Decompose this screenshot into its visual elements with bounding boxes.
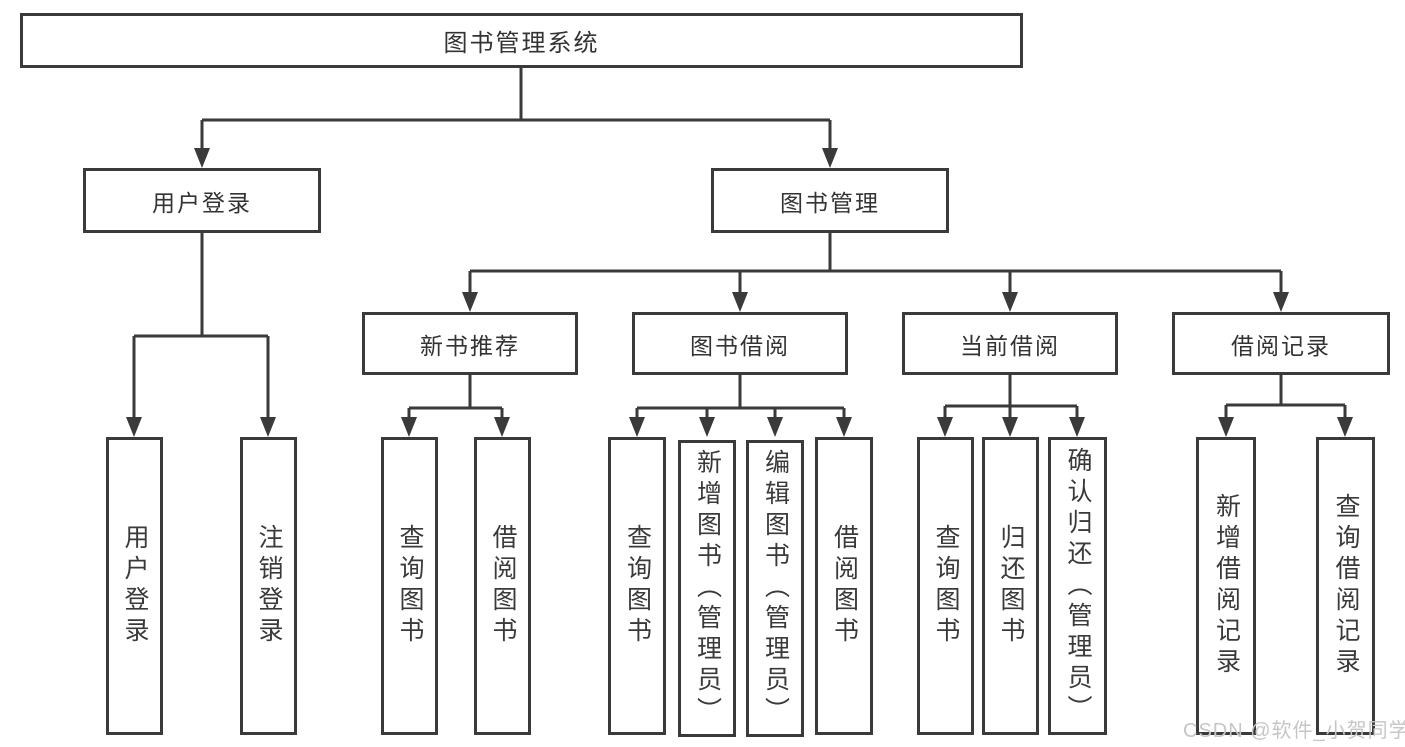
node-label: 确认归还（管理员）	[1064, 446, 1092, 726]
leaf-return-books: 归还图书	[982, 437, 1039, 735]
node-label: 新增借阅记录	[1212, 493, 1241, 679]
node-label: 查询借阅记录	[1332, 493, 1360, 679]
node-label: 归还图书	[997, 524, 1025, 648]
leaf-query-books-3: 查询图书	[917, 437, 974, 735]
node-label: 借阅记录	[1231, 332, 1331, 359]
node-label: 借阅图书	[489, 524, 517, 648]
node-borrowing-records: 借阅记录	[1172, 312, 1390, 375]
node-label: 查询图书	[623, 524, 652, 648]
leaf-logout: 注销登录	[240, 437, 297, 735]
leaf-borrow-books-1: 借阅图书	[474, 437, 531, 735]
node-label: 编辑图书（管理员）	[761, 449, 790, 728]
node-label: 新书推荐	[420, 332, 520, 359]
node-label: 用户登录	[121, 524, 149, 648]
node-label: 借阅图书	[830, 524, 859, 648]
node-book-management: 图书管理	[711, 168, 949, 233]
node-label: 新增图书（管理员）	[693, 449, 722, 728]
csdn-watermark: CSDN @软件_小贺同学	[1183, 720, 1405, 742]
leaf-query-borrow-record: 查询借阅记录	[1316, 437, 1375, 735]
node-current-borrowing: 当前借阅	[902, 312, 1118, 375]
node-new-book-recommend: 新书推荐	[362, 312, 578, 375]
node-label: 图书借阅	[690, 332, 790, 359]
leaf-add-books-admin: 新增图书（管理员）	[678, 440, 736, 737]
node-label: 用户登录	[152, 189, 252, 216]
node-library-management-system: 图书管理系统	[20, 13, 1023, 68]
node-label: 查询图书	[396, 524, 424, 648]
node-user-login: 用户登录	[83, 168, 321, 233]
node-label: 注销登录	[255, 524, 283, 648]
leaf-query-books-2: 查询图书	[608, 437, 666, 735]
leaf-add-borrow-record: 新增借阅记录	[1196, 437, 1256, 735]
node-label: 图书管理	[780, 189, 880, 216]
node-book-borrowing: 图书借阅	[632, 312, 848, 375]
leaf-edit-books-admin: 编辑图书（管理员）	[746, 440, 804, 737]
leaf-borrow-books-2: 借阅图书	[815, 437, 873, 735]
leaf-user-login: 用户登录	[106, 437, 163, 735]
node-label: 当前借阅	[960, 332, 1060, 359]
leaf-query-books-1: 查询图书	[381, 437, 438, 735]
node-label: 查询图书	[932, 524, 960, 648]
node-label: 图书管理系统	[443, 30, 600, 57]
leaf-confirm-return-admin: 确认归还（管理员）	[1048, 437, 1107, 735]
